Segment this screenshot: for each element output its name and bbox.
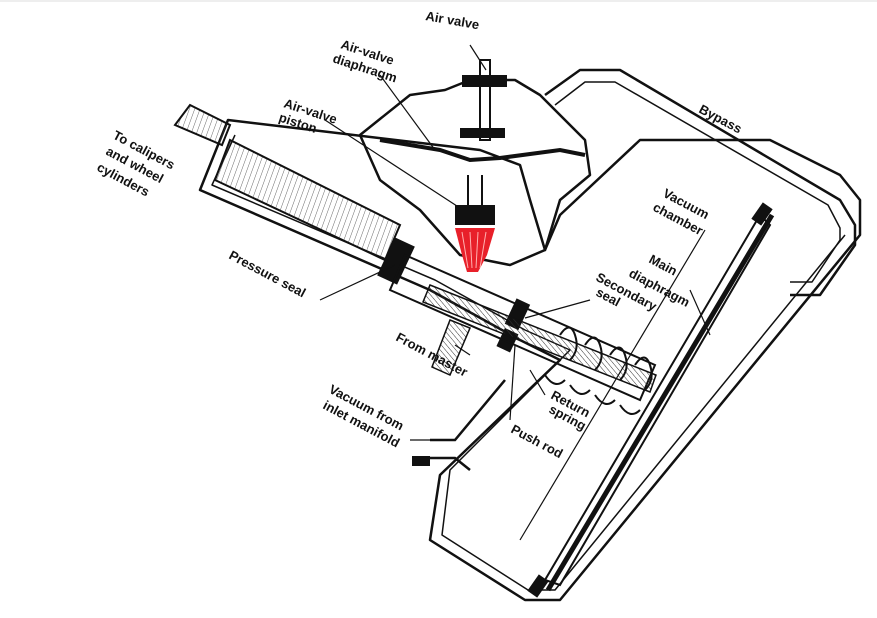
bypass-tube-inner [554,81,841,283]
diaphragm-top-clip [751,202,773,226]
air-valve-cap [462,75,507,87]
air-valve-plate [460,128,505,138]
bypass-tube [544,68,857,297]
pressure-seal [377,237,415,285]
hydraulic-cylinder [213,138,402,262]
vacuum-inlet-fitting [412,456,430,466]
master-inlet-pipe [431,319,471,376]
label-push-rod: Push rod [509,421,566,461]
return-spring [544,326,653,415]
air-valve-diaphragm-line [379,138,586,163]
air-valve-piston-stem [467,175,483,205]
air-valve-stem [479,59,491,141]
outlet-pipe [173,103,232,147]
diaphragm-bottom-clip [527,574,549,598]
red-valve-highlight [455,228,495,272]
air-valve-housing [358,78,592,267]
leader-lines [319,44,711,441]
label-air-valve: Air valve [424,8,480,32]
label-pressure-seal: Pressure seal [227,247,309,300]
main-diaphragm-line [545,213,775,592]
red-valve-streaks [461,231,487,269]
vacuum-chamber-divider [519,229,706,541]
air-valve-piston [455,205,495,225]
